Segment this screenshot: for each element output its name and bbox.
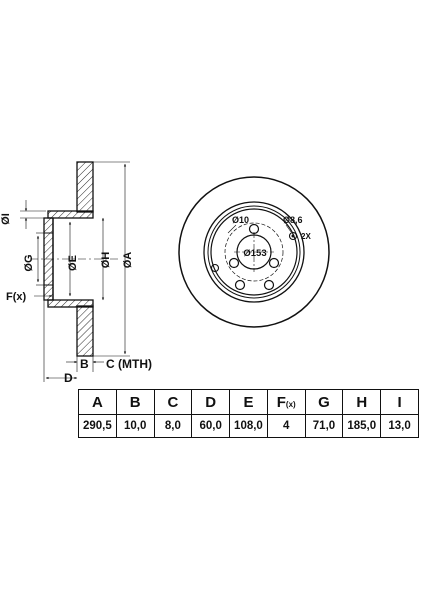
spec-header-d: D (191, 389, 231, 415)
aux-hole-cross (291, 234, 295, 238)
spec-header-h: H (342, 389, 382, 415)
spec-value-g: 71,0 (304, 414, 344, 438)
dim-label-g: ØG (23, 254, 35, 271)
spec-header-c: C (153, 389, 193, 415)
bolt-circle-label: Ø153 (243, 248, 266, 259)
hat-flange-upper (47, 210, 94, 219)
side-section-view: ØI ØG ØE ØH ØA F(x) B C (MTH) D (0, 161, 152, 385)
spec-value-f: 4 (266, 414, 306, 438)
bolt-hole (234, 279, 246, 291)
spec-value-e: 108,0 (229, 414, 268, 438)
aux-hole-label: Ø8,6 (283, 215, 303, 225)
bolt-hole (228, 257, 240, 269)
friction-ring-lower (76, 305, 94, 357)
hat-flange-lower (47, 299, 94, 308)
friction-ring-upper (76, 161, 94, 213)
dim-label-i: ØI (0, 213, 12, 225)
spec-header-f-suffix: (x) (285, 399, 296, 409)
hole-diameter-label: Ø10 (232, 215, 249, 225)
spec-value-d: 60,0 (191, 414, 231, 438)
spec-header-b: B (115, 389, 155, 415)
spec-value-a: 290,5 (78, 414, 117, 438)
spec-value-row: 290,5 10,0 8,0 60,0 108,0 4 71,0 185,0 1… (78, 414, 419, 438)
dim-label-b: B (80, 357, 89, 371)
dim-label-h: ØH (100, 252, 112, 269)
dim-label-f: F(x) (6, 291, 27, 303)
spec-value-c: 8,0 (153, 414, 193, 438)
dim-label-e: ØE (67, 255, 79, 271)
disc-ring-groove (207, 205, 301, 299)
disc-ring-inner (203, 201, 305, 303)
dim-label-c: C (MTH) (106, 357, 152, 371)
dim-label-a: ØA (122, 252, 134, 269)
dim-label-d: D (64, 371, 73, 385)
spec-header-e: E (229, 389, 268, 415)
spec-header-row: A B C D E F(x) G H I (78, 389, 419, 415)
aux-hole (288, 231, 298, 241)
bolt-hole (263, 279, 275, 291)
spec-header-f: F(x) (266, 389, 306, 415)
spec-value-b: 10,0 (115, 414, 155, 438)
spec-header-a: A (78, 389, 117, 415)
hat-outer (210, 208, 298, 296)
spec-header-f-letter: F (276, 393, 286, 411)
disc-outer-edge (178, 176, 330, 328)
spec-header-i: I (380, 389, 419, 415)
spec-value-h: 185,0 (342, 414, 382, 438)
bolt-hole (268, 257, 280, 269)
specification-table: A B C D E F(x) G H I 290,5 10,0 8,0 60,0… (78, 389, 419, 438)
front-view: Ø10 Ø8,6 2X Ø153 (178, 176, 330, 328)
aux-count-label: 2X (301, 232, 311, 241)
spec-value-i: 13,0 (380, 414, 419, 438)
aux-hole (210, 263, 220, 273)
spec-header-g: G (304, 389, 344, 415)
bolt-circle (224, 222, 284, 282)
